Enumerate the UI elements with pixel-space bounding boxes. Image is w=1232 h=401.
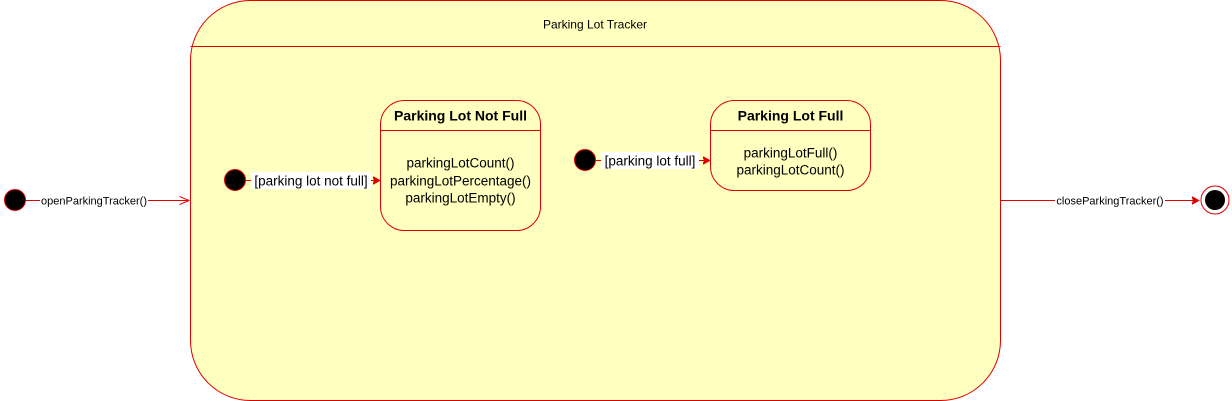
initial-state-inner-2 bbox=[574, 149, 596, 171]
state-full-title: Parking Lot Full bbox=[738, 108, 844, 124]
state-parking-lot-full: Parking Lot Full parkingLotFull() parkin… bbox=[710, 100, 871, 191]
transition-close-label: closeParkingTracker() bbox=[1056, 196, 1163, 208]
final-state bbox=[1200, 185, 1230, 215]
state-not-full-box bbox=[380, 100, 541, 231]
state-not-full-title: Parking Lot Not Full bbox=[394, 108, 527, 124]
state-not-full-action: parkingLotCount() bbox=[406, 156, 514, 171]
transition-guard-full: [parking lot full] bbox=[596, 152, 710, 169]
composite-state-title: Parking Lot Tracker bbox=[543, 18, 647, 32]
transition-open: openParkingTracker() bbox=[25, 194, 190, 208]
transition-guard-not-full-label: [parking lot not full] bbox=[254, 174, 367, 189]
transition-close: closeParkingTracker() bbox=[1001, 194, 1199, 208]
state-not-full-action: parkingLotEmpty() bbox=[405, 191, 515, 206]
initial-state-inner-1 bbox=[224, 169, 246, 191]
state-full-box bbox=[710, 100, 871, 191]
state-full-action: parkingLotFull() bbox=[744, 146, 838, 161]
composite-state-box bbox=[190, 0, 1001, 401]
state-full-action: parkingLotCount() bbox=[736, 163, 844, 178]
state-not-full-action: parkingLotPercentage() bbox=[390, 174, 531, 189]
transition-guard-full-label: [parking lot full] bbox=[605, 154, 696, 169]
transition-open-label: openParkingTracker() bbox=[41, 196, 147, 208]
composite-state-parking-lot-tracker: Parking Lot Tracker bbox=[190, 0, 1001, 401]
state-parking-lot-not-full: Parking Lot Not Full parkingLotCount() p… bbox=[380, 100, 541, 231]
initial-state-outer bbox=[4, 189, 26, 211]
transition-guard-not-full: [parking lot not full] bbox=[246, 172, 380, 189]
